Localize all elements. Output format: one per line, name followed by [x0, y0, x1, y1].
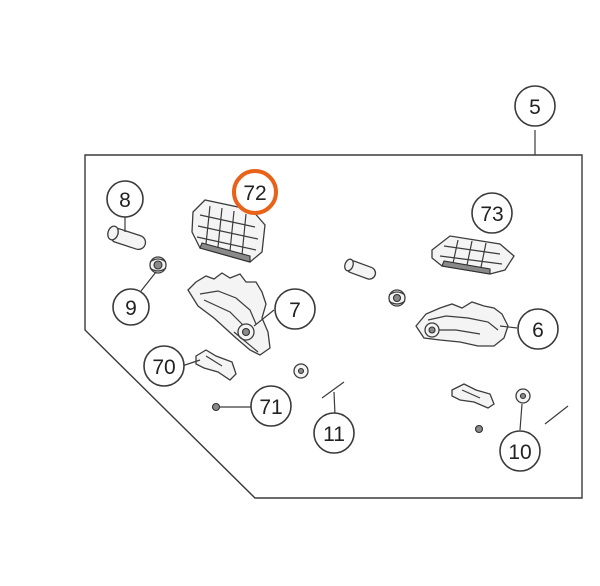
callout-73[interactable]: 73 [471, 192, 513, 234]
callout-11[interactable]: 11 [313, 412, 355, 454]
callout-6[interactable]: 6 [517, 308, 559, 350]
callout-7-label: 7 [289, 299, 301, 322]
callout-8[interactable]: 8 [106, 180, 144, 218]
callout-5[interactable]: 5 [514, 85, 556, 127]
nut-part [211, 402, 221, 412]
callout-7[interactable]: 7 [274, 288, 316, 330]
callout-70-label: 70 [152, 356, 175, 379]
callout-5-label: 5 [529, 96, 541, 119]
spring-part [149, 256, 167, 274]
callout-9[interactable]: 9 [112, 288, 150, 326]
cotter-pin-right-part [544, 405, 569, 425]
callout-10-label: 10 [508, 441, 531, 464]
spring-right-part [388, 289, 406, 307]
callout-70[interactable]: 70 [143, 345, 185, 387]
nut-right-part [474, 424, 484, 434]
footpeg-right-part [415, 301, 509, 347]
callout-72-highlighted[interactable]: 72 [232, 169, 278, 215]
footpeg-left-part [187, 272, 271, 356]
assembly-border [84, 154, 583, 499]
callout-73-label: 73 [480, 203, 503, 226]
callout-6-label: 6 [532, 319, 544, 342]
rubber-insert-right-part [431, 235, 515, 275]
callout-71[interactable]: 71 [250, 385, 292, 427]
washer-right-part [515, 388, 531, 404]
rubber-insert-left-part [191, 199, 266, 263]
lock-pin-part [107, 225, 147, 251]
lock-pin-right-part [344, 258, 377, 280]
callout-8-label: 8 [119, 189, 131, 212]
callout-72-label: 72 [243, 182, 266, 205]
cotter-pin-part [321, 381, 345, 399]
bracket-left-part [195, 349, 237, 381]
callout-10[interactable]: 10 [499, 430, 541, 472]
callout-71-label: 71 [259, 396, 282, 419]
callout-9-label: 9 [125, 297, 137, 320]
washer-center-part [293, 363, 309, 379]
callout-11-label: 11 [323, 423, 345, 446]
bracket-right-part [451, 383, 495, 409]
